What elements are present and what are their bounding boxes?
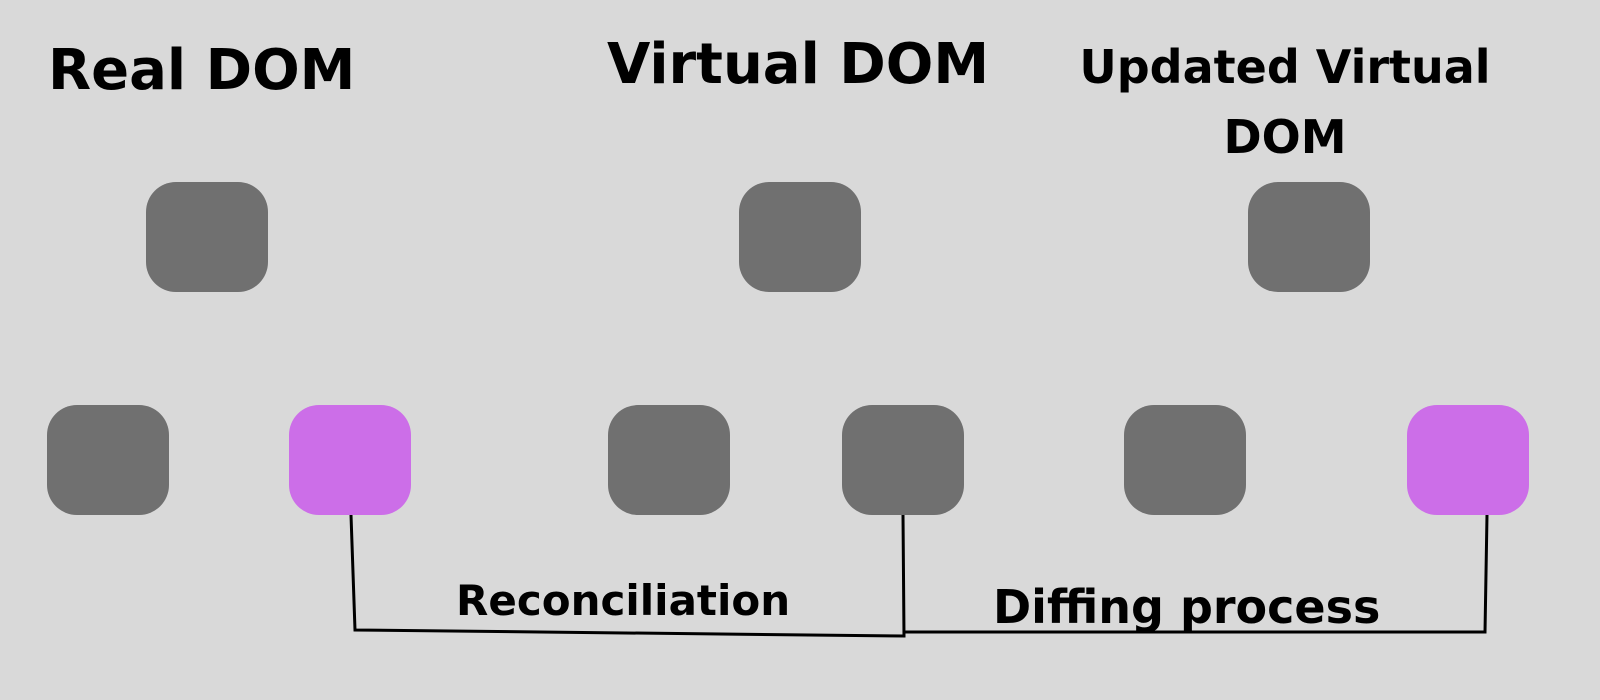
real-dom-left-child-node [47, 405, 169, 515]
virtual-dom-root-node [739, 182, 861, 292]
diffing-connector [904, 514, 1489, 634]
real-dom-right-child-node-changed [289, 405, 411, 515]
updated-virtual-dom-left-child-node [1124, 405, 1246, 515]
virtual-dom-left-child-node [608, 405, 730, 515]
reconciliation-label: Reconciliation [456, 576, 791, 625]
virtual-dom-right-child-node [842, 405, 964, 515]
updated-virtual-dom-title: Updated Virtual DOM [1079, 40, 1491, 164]
real-dom-root-node [146, 182, 268, 292]
real-dom-title: Real DOM [48, 38, 356, 103]
reconciliation-connector [349, 514, 906, 638]
virtual-dom-title: Virtual DOM [607, 32, 990, 97]
updated-virtual-dom-root-node [1248, 182, 1370, 292]
diffing-process-label: Diffing process [993, 580, 1381, 634]
updated-virtual-dom-right-child-node-changed [1407, 405, 1529, 515]
